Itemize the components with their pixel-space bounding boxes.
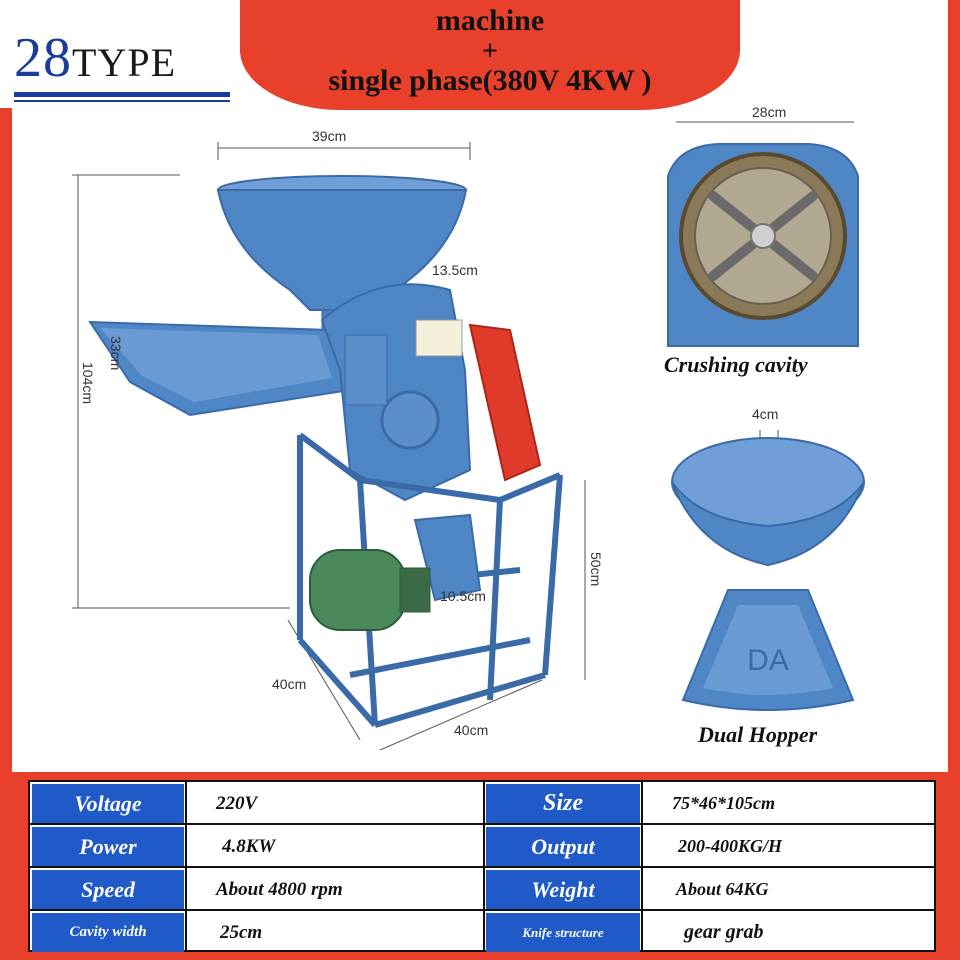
spec-value-power: 4.8KW: [222, 835, 276, 857]
spec-value-size: 75*46*105cm: [672, 793, 775, 813]
dim-height-total: 104cm: [80, 362, 96, 405]
spec-label-output: Output: [486, 827, 640, 866]
header-line-plus: +: [482, 36, 498, 67]
logo: 28TYPE: [14, 26, 176, 90]
spec-row: Power 4.8KW Output 200-400KG/H: [30, 825, 934, 868]
header-line-phase: single phase(380V 4KW ): [328, 64, 652, 97]
dim-grinder-width: 13.5cm: [432, 262, 478, 278]
spec-label-power: Power: [32, 827, 184, 866]
grinder-machine-illustration: [72, 142, 586, 751]
spec-label-cavity-width: Cavity width: [32, 913, 184, 952]
crushing-cavity-image: [667, 121, 859, 347]
dual-hopper-image: DA: [671, 430, 865, 711]
logo-underline: [14, 92, 230, 97]
spec-label-weight: Weight: [486, 870, 640, 909]
spec-value-output: 200-400KG/H: [678, 836, 783, 856]
spec-value-speed: About 4800 rpm: [216, 878, 343, 900]
header-line-machine: machine: [435, 4, 545, 37]
spec-table: Voltage 220V Size 75*46*105cm Power 4.8K…: [28, 780, 936, 952]
spec-label-knife-structure: Knife structure: [486, 913, 640, 952]
caption-dual-hopper: Dual Hopper: [698, 722, 818, 747]
dim-outlet-width: 10.5cm: [440, 588, 486, 604]
spec-row: Voltage 220V Size 75*46*105cm: [30, 782, 934, 825]
logo-word: TYPE: [72, 40, 176, 85]
spec-row: Speed About 4800 rpm Weight About 64KG: [30, 868, 934, 911]
spec-value-knife-structure: gear grab: [684, 921, 764, 943]
spec-value-cavity-width: 25cm: [220, 921, 263, 943]
spec-label-size: Size: [486, 784, 640, 823]
spec-label-speed: Speed: [32, 870, 184, 909]
dim-frame-height: 50cm: [588, 552, 604, 587]
dim-tray-depth: 33cm: [108, 336, 124, 371]
dim-frame-left: 40cm: [272, 676, 307, 692]
logo-box: 28TYPE: [0, 0, 238, 108]
dim-frame-bottom: 40cm: [454, 722, 489, 738]
spec-label-voltage: Voltage: [32, 784, 184, 823]
logo-underline-thin: [14, 100, 230, 102]
header-banner: [240, 0, 740, 110]
dim-width-top: 39cm: [312, 128, 347, 144]
spec-row: Cavity width 25cm Knife structure gear g…: [30, 911, 934, 954]
dim-hopper-opening: 4cm: [752, 406, 779, 422]
hopper-stamp: DA: [747, 644, 789, 677]
logo-number: 28: [14, 27, 72, 89]
spec-value-voltage: 220V: [216, 792, 258, 814]
caption-crushing-cavity: Crushing cavity: [664, 352, 808, 377]
spec-value-weight: About 64KG: [676, 879, 769, 899]
dim-cavity-width: 28cm: [752, 104, 787, 120]
